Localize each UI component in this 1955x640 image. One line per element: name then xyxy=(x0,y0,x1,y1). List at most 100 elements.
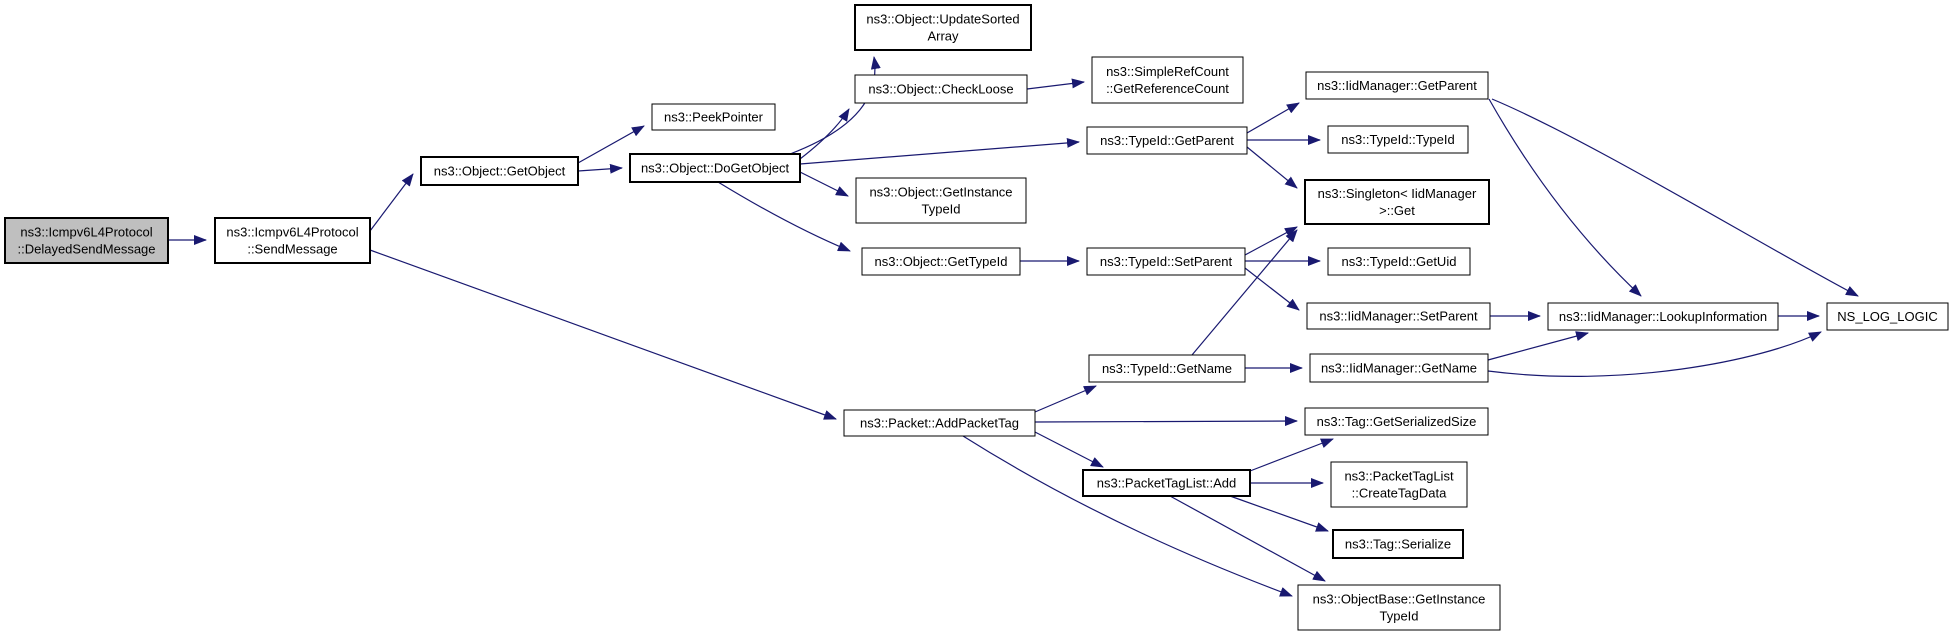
node-check-loose[interactable]: ns3::Object::CheckLoose xyxy=(854,74,1028,104)
node-send-message[interactable]: ns3::Icmpv6L4Protocol::SendMessage xyxy=(214,217,371,264)
node-label: ns3::IidManager::LookupInformation xyxy=(1559,309,1767,324)
node-label: ns3::Packet::AddPacketTag xyxy=(860,416,1019,431)
node-box[interactable] xyxy=(1332,529,1464,559)
node-packet-tag-list-add[interactable]: ns3::PacketTagList::Add xyxy=(1082,469,1251,497)
node-iid-get-parent[interactable]: ns3::IidManager::GetParent xyxy=(1305,71,1489,100)
node-add-packet-tag[interactable]: ns3::Packet::AddPacketTag xyxy=(843,409,1036,437)
edge-do-get-object-to-check-loose xyxy=(799,108,850,160)
node-label: ns3::PacketTagList::CreateTagData xyxy=(1344,469,1454,501)
node-typeid-get-uid[interactable]: ns3::TypeId::GetUid xyxy=(1327,247,1471,276)
node-box[interactable] xyxy=(1304,407,1489,436)
node-label: ns3::TypeId::TypeId xyxy=(1341,132,1454,147)
node-label: ns3::Object::GetTypeId xyxy=(875,254,1008,269)
node-label-line: ns3::Object::GetObject xyxy=(434,164,566,179)
node-label-line: ns3::IidManager::GetName xyxy=(1321,361,1477,376)
node-create-tag-data[interactable]: ns3::PacketTagList::CreateTagData xyxy=(1330,461,1468,508)
node-label: ns3::TypeId::GetName xyxy=(1102,361,1232,376)
node-label-line: ns3::PacketTagList::Add xyxy=(1097,476,1236,491)
node-do-get-object[interactable]: ns3::Object::DoGetObject xyxy=(629,153,801,183)
node-box[interactable] xyxy=(1826,302,1949,331)
node-label-line: ns3::Object::GetInstance xyxy=(869,185,1012,200)
node-box[interactable] xyxy=(651,103,776,131)
node-get-reference-count[interactable]: ns3::SimpleRefCount::GetReferenceCount xyxy=(1091,56,1244,104)
node-box[interactable] xyxy=(1082,469,1251,497)
node-box[interactable] xyxy=(1306,302,1491,330)
edge-iid-get-name-to-lookup-information xyxy=(1487,331,1589,361)
node-box[interactable] xyxy=(1088,354,1246,383)
node-peek-pointer[interactable]: ns3::PeekPointer xyxy=(651,103,776,131)
node-label: ns3::PacketTagList::Add xyxy=(1097,476,1236,491)
node-box[interactable] xyxy=(854,4,1032,51)
edge-do-get-object-to-typeid-get-parent xyxy=(799,137,1080,165)
node-singleton-get[interactable]: ns3::Singleton< IidManager>::Get xyxy=(1304,179,1490,225)
edge-iid-get-name-to-ns-log-logic xyxy=(1487,331,1822,377)
node-box[interactable] xyxy=(854,74,1028,104)
node-tag-get-serialized-size[interactable]: ns3::Tag::GetSerializedSize xyxy=(1304,407,1489,436)
node-box[interactable] xyxy=(843,409,1036,437)
node-label: ns3::Object::CheckLoose xyxy=(868,82,1013,97)
edge-add-packet-tag-to-objectbase-get-instance-typeid xyxy=(962,435,1293,597)
node-label-line: ns3::TypeId::TypeId xyxy=(1341,132,1454,147)
edge-check-loose-to-get-reference-count xyxy=(1026,78,1085,90)
node-label-line: NS_LOG_LOGIC xyxy=(1837,309,1937,324)
node-typeid-set-parent[interactable]: ns3::TypeId::SetParent xyxy=(1086,247,1246,276)
edge-add-packet-tag-to-packet-tag-list-add xyxy=(1034,431,1104,468)
node-ns-log-logic[interactable]: NS_LOG_LOGIC xyxy=(1826,302,1949,331)
node-label: NS_LOG_LOGIC xyxy=(1837,309,1937,324)
node-label: ns3::SimpleRefCount::GetReferenceCount xyxy=(1106,64,1229,96)
node-box[interactable] xyxy=(1327,125,1469,154)
node-iid-set-parent[interactable]: ns3::IidManager::SetParent xyxy=(1306,302,1491,330)
node-label-line: ns3::PeekPointer xyxy=(664,110,764,125)
edge-packet-tag-list-add-to-tag-serialize xyxy=(1229,495,1329,532)
node-typeid-get-parent[interactable]: ns3::TypeId::GetParent xyxy=(1086,126,1248,155)
node-label: ns3::IidManager::GetName xyxy=(1321,361,1477,376)
node-box[interactable] xyxy=(1304,179,1490,225)
edge-add-packet-tag-to-typeid-get-name xyxy=(1034,385,1097,413)
node-box[interactable] xyxy=(1330,461,1468,508)
edge-packet-tag-list-add-to-tag-get-serialized-size xyxy=(1249,438,1334,472)
node-box[interactable] xyxy=(861,247,1021,276)
node-iid-get-name[interactable]: ns3::IidManager::GetName xyxy=(1309,353,1489,383)
node-box[interactable] xyxy=(629,153,801,183)
node-label-line: ns3::IidManager::SetParent xyxy=(1319,309,1478,324)
edge-do-get-object-to-object-get-instance-typeid xyxy=(799,171,849,197)
node-box[interactable] xyxy=(1297,584,1501,631)
node-box[interactable] xyxy=(1086,247,1246,276)
node-lookup-information[interactable]: ns3::IidManager::LookupInformation xyxy=(1547,302,1779,331)
node-box[interactable] xyxy=(1091,56,1244,104)
node-typeid-constructor[interactable]: ns3::TypeId::TypeId xyxy=(1327,125,1469,154)
node-label-line: ns3::TypeId::SetParent xyxy=(1100,254,1233,269)
edge-send-message-to-add-packet-tag xyxy=(369,249,837,420)
node-box[interactable] xyxy=(1547,302,1779,331)
node-box[interactable] xyxy=(1327,247,1471,276)
node-label-line: ns3::Object::GetTypeId xyxy=(875,254,1008,269)
node-box[interactable] xyxy=(214,217,371,264)
edge-do-get-object-to-object-get-typeid xyxy=(717,181,851,252)
node-box[interactable] xyxy=(1305,71,1489,100)
node-box[interactable] xyxy=(1309,353,1489,383)
node-box[interactable] xyxy=(1086,126,1248,155)
node-label-line: TypeId xyxy=(921,202,960,217)
node-get-object[interactable]: ns3::Object::GetObject xyxy=(420,156,579,186)
node-label-line: ns3::IidManager::GetParent xyxy=(1317,78,1477,93)
node-object-get-typeid[interactable]: ns3::Object::GetTypeId xyxy=(861,247,1021,276)
node-typeid-get-name[interactable]: ns3::TypeId::GetName xyxy=(1088,354,1246,383)
node-box[interactable] xyxy=(855,177,1027,224)
edge-typeid-get-name-to-singleton-get xyxy=(1191,229,1298,356)
node-label: ns3::Icmpv6L4Protocol::DelayedSendMessag… xyxy=(17,225,155,257)
edge-typeid-get-parent-to-singleton-get xyxy=(1246,146,1298,189)
node-label-line: ns3::SimpleRefCount xyxy=(1106,64,1229,79)
node-box[interactable] xyxy=(420,156,579,186)
edge-iid-get-parent-to-lookup-information xyxy=(1488,98,1642,297)
node-label-line: ns3::Icmpv6L4Protocol xyxy=(226,225,358,240)
node-label: ns3::Singleton< IidManager>::Get xyxy=(1318,186,1477,218)
node-label: ns3::Icmpv6L4Protocol::SendMessage xyxy=(226,225,358,257)
node-label-line: ::CreateTagData xyxy=(1352,486,1447,501)
node-tag-serialize[interactable]: ns3::Tag::Serialize xyxy=(1332,529,1464,559)
node-label-line: ::DelayedSendMessage xyxy=(17,242,155,257)
